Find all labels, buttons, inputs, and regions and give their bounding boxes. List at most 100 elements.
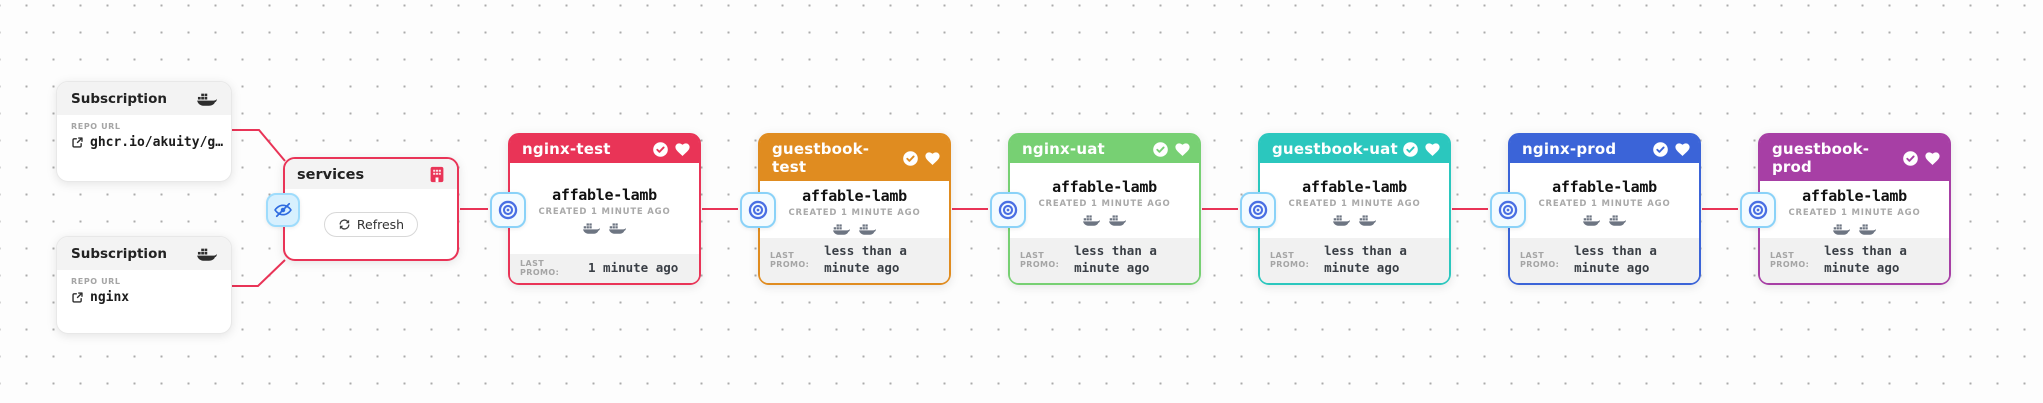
docker-icon	[833, 223, 850, 235]
promotion-target-badge[interactable]	[1240, 192, 1276, 228]
last-promo-label: LAST PROMO:	[1020, 251, 1060, 270]
stage-header: nginx-prod	[1510, 135, 1699, 163]
docker-icon	[1109, 214, 1126, 226]
hide-subscriptions-badge[interactable]	[266, 193, 300, 227]
warehouse-title: services	[297, 166, 365, 183]
last-promo-label: LAST PROMO:	[1270, 251, 1310, 270]
stage-footer: LAST PROMO: less than a minute ago	[1510, 238, 1699, 283]
freight-name: affable-lamb	[1302, 177, 1407, 196]
stage-node-nginx-prod[interactable]: nginx-prod	[1490, 133, 1701, 285]
docker-icon	[1609, 214, 1626, 226]
freight-name: affable-lamb	[802, 186, 907, 205]
stage-body: affable-lamb CREATED 1 MINUTE AGO	[1260, 163, 1449, 239]
external-link-icon[interactable]	[71, 136, 84, 149]
stage-body: affable-lamb CREATED 1 MINUTE AGO	[760, 181, 949, 239]
stage-footer: LAST PROMO: less than a minute ago	[1260, 238, 1449, 283]
stage-name: nginx-test	[522, 140, 611, 158]
stage-header: guestbook-prod	[1760, 135, 1949, 181]
last-promo-value: 1 minute ago	[588, 259, 679, 275]
subscription-node-2[interactable]: Subscription REPO URL nginx	[56, 236, 232, 334]
freight-artifacts	[1083, 214, 1126, 226]
freight-created: CREATED 1 MINUTE AGO	[538, 206, 671, 217]
repo-url-label: REPO URL	[71, 122, 121, 131]
stage-node-guestbook-uat[interactable]: guestbook-uat	[1240, 133, 1451, 285]
last-promo-label: LAST PROMO:	[770, 251, 810, 270]
freight-artifacts	[833, 223, 876, 235]
docker-icon	[859, 223, 876, 235]
stage-footer: LAST PROMO: less than a minute ago	[1760, 238, 1949, 283]
warehouse-icon	[429, 166, 445, 183]
target-icon	[747, 199, 769, 221]
freight-created: CREATED 1 MINUTE AGO	[1788, 207, 1921, 218]
promotion-target-badge[interactable]	[740, 192, 776, 228]
stage-body: affable-lamb CREATED 1 MINUTE AGO	[510, 163, 699, 254]
target-icon	[1247, 199, 1269, 221]
freight-artifacts	[1583, 214, 1626, 226]
freight-name: affable-lamb	[1802, 186, 1907, 205]
docker-icon	[197, 92, 217, 106]
stage-name: nginx-prod	[1522, 140, 1617, 158]
last-promo-value: less than a minute ago	[1824, 243, 1907, 276]
freight-artifacts	[583, 222, 626, 234]
warehouse-node-services[interactable]: services	[283, 157, 459, 261]
refresh-icon	[338, 218, 351, 231]
freight-name: affable-lamb	[1052, 177, 1157, 196]
stage-node-nginx-uat[interactable]: nginx-uat	[990, 133, 1201, 285]
promotion-target-badge[interactable]	[990, 192, 1026, 228]
stage-name: guestbook-uat	[1272, 140, 1398, 158]
last-promo-label: LAST PROMO:	[1520, 251, 1560, 270]
stage-header: nginx-test	[510, 135, 699, 163]
favorite-heart-icon[interactable]	[1174, 141, 1191, 157]
freight-name: affable-lamb	[1552, 177, 1657, 196]
stage-header: guestbook-test	[760, 135, 949, 181]
eye-slash-icon	[273, 200, 293, 220]
docker-icon	[1359, 214, 1376, 226]
favorite-heart-icon[interactable]	[1424, 141, 1441, 157]
stage-footer: LAST PROMO: less than a minute ago	[760, 238, 949, 283]
stage-body: affable-lamb CREATED 1 MINUTE AGO	[1510, 163, 1699, 239]
stage-name: guestbook-test	[772, 140, 870, 176]
refresh-label: Refresh	[356, 216, 405, 232]
stage-header: guestbook-uat	[1260, 135, 1449, 163]
target-icon	[997, 199, 1019, 221]
favorite-heart-icon[interactable]	[924, 150, 941, 166]
promotion-target-badge[interactable]	[490, 192, 526, 228]
stage-node-nginx-test[interactable]: nginx-test	[490, 133, 701, 285]
stage-node-guestbook-prod[interactable]: guestbook-prod	[1740, 133, 1951, 285]
freight-artifacts	[1833, 223, 1876, 235]
freight-created: CREATED 1 MINUTE AGO	[1288, 198, 1421, 209]
favorite-heart-icon[interactable]	[1674, 141, 1691, 157]
verified-check-icon	[1152, 141, 1169, 158]
last-promo-value: less than a minute ago	[1074, 243, 1157, 276]
subscription-title: Subscription	[71, 246, 167, 262]
favorite-heart-icon[interactable]	[674, 141, 691, 157]
stage-header: nginx-uat	[1010, 135, 1199, 163]
subscription-node-1[interactable]: Subscription REPO URL ghcr.	[56, 81, 232, 182]
verified-check-icon	[1902, 150, 1919, 167]
last-promo-label: LAST PROMO:	[1770, 251, 1810, 270]
verified-check-icon	[902, 150, 919, 167]
last-promo-label: LAST PROMO:	[520, 259, 560, 277]
last-promo-value: less than a minute ago	[1324, 243, 1407, 276]
external-link-icon[interactable]	[71, 291, 84, 304]
repo-url-value: nginx	[90, 290, 130, 305]
freight-artifacts	[1333, 214, 1376, 226]
repo-url-label: REPO URL	[71, 277, 121, 286]
docker-icon	[197, 247, 217, 261]
repo-url-value: ghcr.io/akuity/g…	[90, 135, 224, 150]
stage-node-guestbook-test[interactable]: guestbook-test	[740, 133, 951, 285]
freight-created: CREATED 1 MINUTE AGO	[1538, 198, 1671, 209]
freight-created: CREATED 1 MINUTE AGO	[788, 207, 921, 218]
docker-icon	[1833, 223, 1850, 235]
refresh-button[interactable]: Refresh	[323, 211, 419, 237]
last-promo-value: less than a minute ago	[824, 243, 907, 276]
stage-body: affable-lamb CREATED 1 MINUTE AGO	[1010, 163, 1199, 239]
last-promo-value: less than a minute ago	[1574, 243, 1657, 276]
freight-created: CREATED 1 MINUTE AGO	[1038, 198, 1171, 209]
verified-check-icon	[652, 141, 669, 158]
promotion-target-badge[interactable]	[1740, 192, 1776, 228]
promotion-target-badge[interactable]	[1490, 192, 1526, 228]
docker-icon	[1859, 223, 1876, 235]
favorite-heart-icon[interactable]	[1924, 150, 1941, 166]
stage-name: nginx-uat	[1022, 140, 1105, 158]
